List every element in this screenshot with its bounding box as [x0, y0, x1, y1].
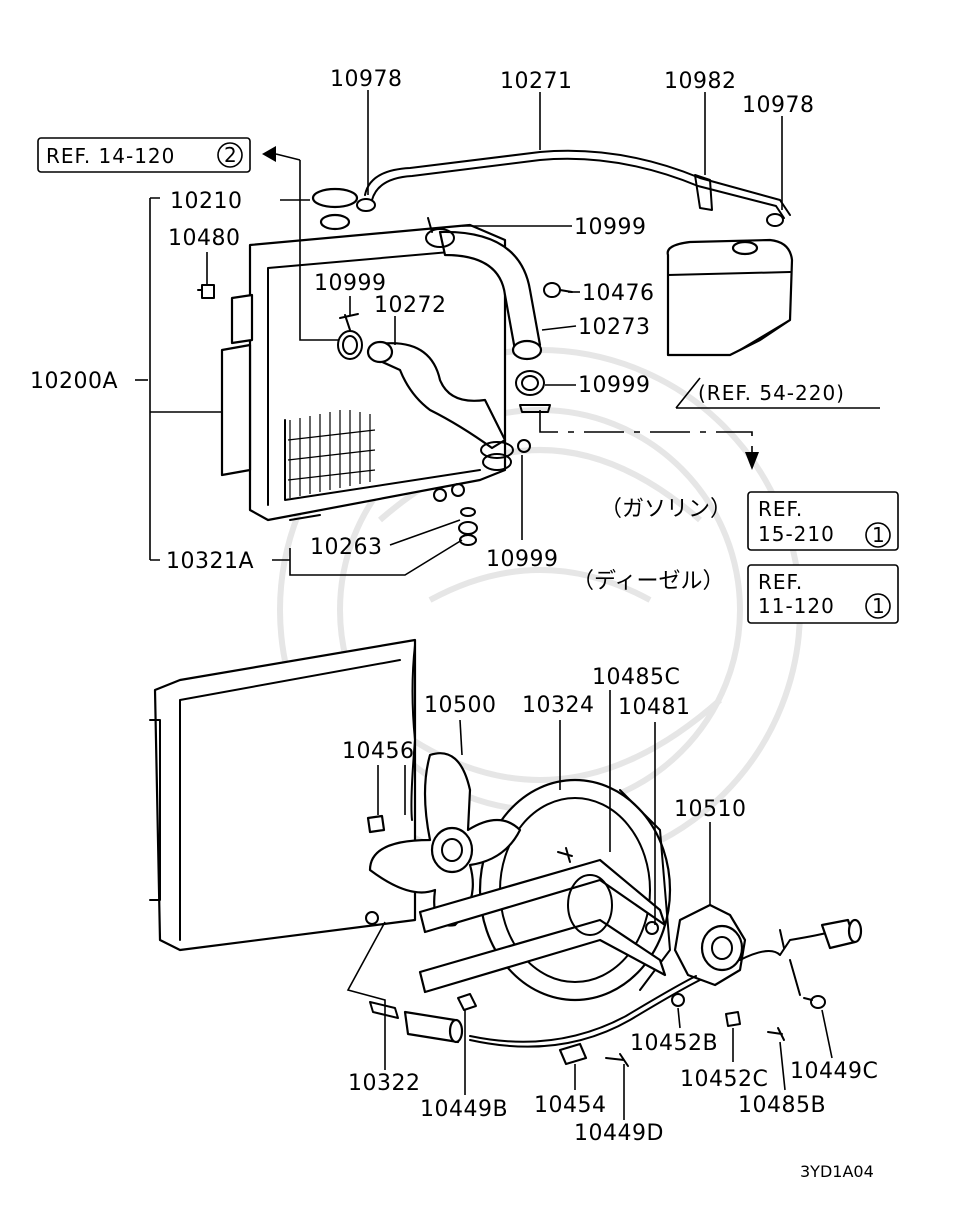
tube-clip-10978-right [766, 213, 784, 227]
label-10999-b: 10999 [314, 271, 387, 296]
diesel-label: （ディーゼル） [572, 569, 724, 594]
clip-10454 [558, 1042, 588, 1066]
label-10999-d: 10999 [486, 547, 559, 572]
hose-clamp-right [515, 370, 551, 413]
label-10978-top: 10978 [330, 67, 403, 92]
ref-box-diesel[interactable]: REF. 11-120 1 [747, 564, 899, 624]
upper-hose [438, 230, 543, 361]
label-10449B: 10449B [420, 1097, 508, 1122]
bolt-10480 [197, 284, 215, 299]
ref-box-gasoline[interactable]: REF. 15-210 1 [747, 491, 899, 551]
label-10456: 10456 [342, 739, 415, 764]
label-10449D: 10449D [574, 1121, 664, 1146]
radiator-outline-lower [149, 638, 417, 952]
label-10449C: 10449C [790, 1059, 878, 1084]
label-10452B: 10452B [630, 1031, 718, 1056]
bolt-10485C [557, 847, 573, 863]
gasoline-ref-line1: REF. [758, 497, 803, 521]
bolt-10476 [543, 282, 573, 298]
label-10454: 10454 [534, 1093, 607, 1118]
drain-plug [458, 507, 478, 546]
label-10476: 10476 [582, 281, 655, 306]
label-10999-a: 10999 [574, 215, 647, 240]
clip-10449B [457, 993, 477, 1011]
label-10273: 10273 [578, 315, 651, 340]
clip-10452C [725, 1011, 741, 1027]
nut-10456 [366, 814, 386, 834]
label-10321A: 10321A [166, 549, 254, 574]
nut-10481 [645, 921, 659, 935]
diesel-ref-line1: REF. [758, 570, 803, 594]
bolt-10449C [803, 995, 826, 1009]
part-labels: 10978 10271 10982 10978 10210 10480 1099… [30, 67, 878, 1146]
reservoir-ref[interactable]: (REF. 54-220) [698, 381, 845, 405]
diagram-code: 3YD1A04 [800, 1162, 874, 1181]
gasoline-label: （ガソリン） [600, 497, 732, 522]
label-10982: 10982 [664, 69, 737, 94]
reservoir-tank [666, 238, 794, 357]
diesel-ref-line2: 11-120 [758, 594, 835, 618]
label-10480: 10480 [168, 226, 241, 251]
label-10322: 10322 [348, 1071, 421, 1096]
label-10200A: 10200A [30, 369, 118, 394]
leader-lines-lower [346, 690, 833, 1120]
bolt-10485B [767, 1027, 785, 1041]
label-10271: 10271 [500, 69, 573, 94]
label-10263: 10263 [310, 535, 383, 560]
hose-clamp-top [425, 217, 455, 248]
label-10481: 10481 [618, 695, 691, 720]
cooling-fan [368, 752, 522, 927]
tube-clip-10978-left [356, 198, 376, 212]
tube-clip-10982 [694, 174, 713, 211]
label-10452C: 10452C [680, 1067, 768, 1092]
radiator-cap [311, 187, 359, 231]
label-10324: 10324 [522, 693, 595, 718]
ref-num-top: 2 [224, 143, 238, 167]
fan-bracket [418, 858, 667, 994]
diesel-ref-num: 1 [872, 594, 886, 618]
thermo-sensor [369, 1001, 464, 1044]
ref-box-top[interactable]: REF. 14-120 2 [37, 137, 251, 173]
overflow-tube [364, 149, 791, 219]
lower-hose [366, 340, 507, 450]
gasoline-ref-line2: 15-210 [758, 522, 835, 546]
label-10999-c: 10999 [578, 373, 651, 398]
label-10485B: 10485B [738, 1093, 826, 1118]
hose-clamp-bottom [480, 439, 531, 471]
bolt-10449D [605, 1053, 629, 1067]
label-10978-right: 10978 [742, 93, 815, 118]
label-10485C: 10485C [592, 665, 680, 690]
label-10272: 10272 [374, 293, 447, 318]
ref-text-top: REF. 14-120 [46, 144, 175, 168]
wiring-harness [469, 918, 863, 1048]
radiator-assembly [220, 223, 507, 522]
fan-motor [673, 903, 747, 987]
nut-10452B [671, 993, 685, 1007]
leader-lines-upper [135, 90, 880, 576]
grommet-lower [365, 911, 379, 925]
label-10510: 10510 [674, 797, 747, 822]
label-10210: 10210 [170, 189, 243, 214]
label-10500: 10500 [424, 693, 497, 718]
hose-clamp-10999 [337, 313, 363, 360]
gasoline-ref-num: 1 [872, 523, 886, 547]
